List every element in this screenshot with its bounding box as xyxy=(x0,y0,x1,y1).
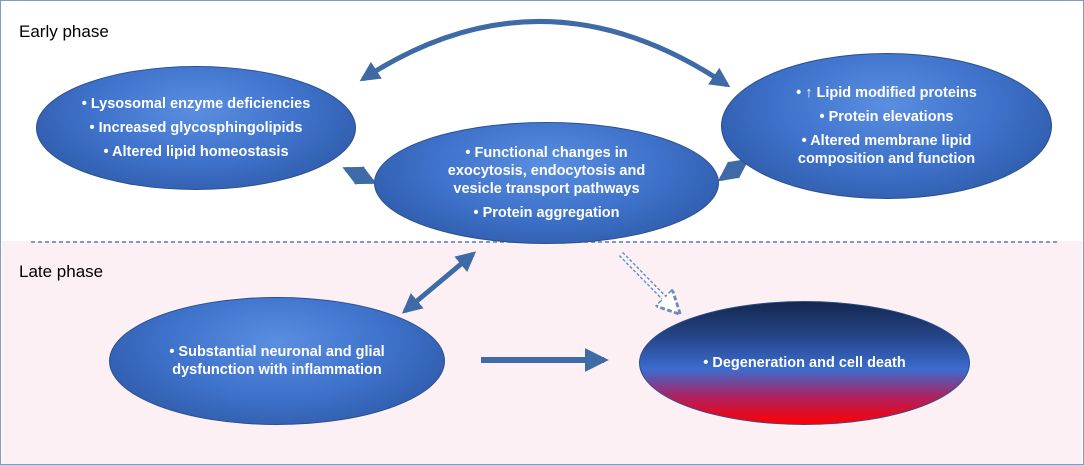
functional-item-1: • Functional changes in exocytosis, endo… xyxy=(447,144,646,197)
lysosomal-ellipse: • Lysosomal enzyme deficiencies • Increa… xyxy=(36,66,356,190)
degeneration-ellipse: • Degeneration and cell death xyxy=(639,301,970,425)
left-double-arrow xyxy=(342,166,377,185)
late-phase-label: Late phase xyxy=(19,262,104,281)
lipid-ellipse: • ↑ Lipid modified proteins • Protein el… xyxy=(721,53,1052,199)
functional-item-2: • Protein aggregation xyxy=(473,205,620,222)
lipid-item-1: • ↑ Lipid modified proteins xyxy=(796,84,977,101)
lysosomal-item-1: • Lysosomal enzyme deficiencies xyxy=(81,95,311,112)
neuronal-ellipse: • Substantial neuronal and glial dysfunc… xyxy=(109,297,445,425)
lipid-item-3: • Altered membrane lipid composition and… xyxy=(797,133,976,168)
degeneration-item-1: • Degeneration and cell death xyxy=(703,354,906,371)
top-curved-arrow xyxy=(359,18,731,88)
lysosomal-item-2: • Increased glycosphingolipids xyxy=(89,119,303,136)
lipid-item-2: • Protein elevations xyxy=(819,108,954,125)
functional-ellipse: • Functional changes in exocytosis, endo… xyxy=(374,122,719,244)
center-neuronal-arrow xyxy=(401,251,477,314)
early-phase-label: Early phase xyxy=(19,22,109,41)
right-double-arrow xyxy=(717,158,750,182)
neuronal-item-1: • Substantial neuronal and glial dysfunc… xyxy=(169,343,385,378)
lysosomal-item-3: • Altered lipid homeostasis xyxy=(103,144,289,161)
